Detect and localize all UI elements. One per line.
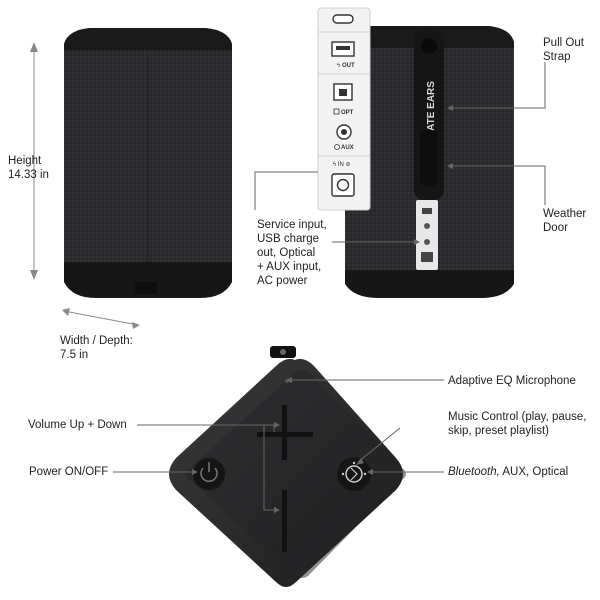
service-input-label: Service input, USB charge out, Optical +…	[257, 218, 327, 288]
service-panel: ϟ OUT OPT AUX ϟ IN ⊘	[317, 7, 371, 211]
bluetooth-text: Bluetooth,	[448, 466, 500, 478]
width-depth-label: Width / Depth: 7.5 in	[60, 334, 133, 362]
svg-text:ϟ: ϟ	[337, 63, 341, 69]
pull-out-strap-label: Pull Out Strap	[543, 36, 584, 64]
callout-arrowheads	[192, 105, 453, 513]
usb-out-label: OUT	[342, 63, 355, 69]
speaker-front-view	[64, 28, 232, 298]
width-title: Width / Depth:	[60, 335, 133, 347]
service-line: AC power	[257, 275, 308, 287]
pull-out-strap-line: Strap	[543, 51, 571, 63]
volume-up-icon[interactable]	[257, 405, 313, 460]
callout-lines	[113, 62, 546, 511]
service-line: + AUX input,	[257, 261, 322, 273]
source-rest-text: AUX, Optical	[499, 466, 569, 478]
speaker-back-view: IMATE EARS	[345, 26, 514, 298]
music-control-line: Music Control (play, pause,	[448, 411, 587, 423]
volume-label: Volume Up + Down	[28, 419, 127, 431]
service-line: out, Optical	[257, 247, 316, 259]
adaptive-eq-label: Adaptive EQ Microphone	[448, 375, 576, 387]
weather-door-label: Weather Door	[543, 207, 586, 235]
volume-down-icon[interactable]	[282, 490, 287, 552]
music-control-label: Music Control (play, pause, skip, preset…	[448, 410, 586, 438]
height-value: 14.33 in	[8, 169, 49, 181]
music-control-line: skip, preset playlist)	[448, 425, 549, 437]
optical-label: OPT	[341, 110, 354, 116]
weather-door-line: Door	[543, 222, 568, 234]
height-dimension-line	[30, 42, 38, 280]
width-value: 7.5 in	[60, 349, 89, 361]
music-control-icon[interactable]	[337, 457, 371, 491]
weather-door-line: Weather	[543, 208, 587, 220]
power-label: Power ON/OFF	[29, 466, 109, 478]
svg-text:ϟ IN ⊘: ϟ IN ⊘	[333, 162, 351, 168]
height-title: Height	[8, 155, 42, 167]
height-label: Height 14.33 in	[8, 154, 49, 182]
width-dimension-line	[62, 308, 140, 329]
source-label: Bluetooth, AUX, Optical	[448, 465, 568, 479]
strap-brand-text: IMATE EARS	[426, 81, 437, 142]
control-pad	[169, 346, 406, 587]
aux-label: AUX	[341, 145, 354, 151]
service-line: Service input,	[257, 219, 327, 231]
pull-out-strap-line: Pull Out	[543, 37, 584, 49]
service-line: USB charge	[257, 233, 320, 245]
power-button-icon[interactable]	[193, 458, 225, 490]
